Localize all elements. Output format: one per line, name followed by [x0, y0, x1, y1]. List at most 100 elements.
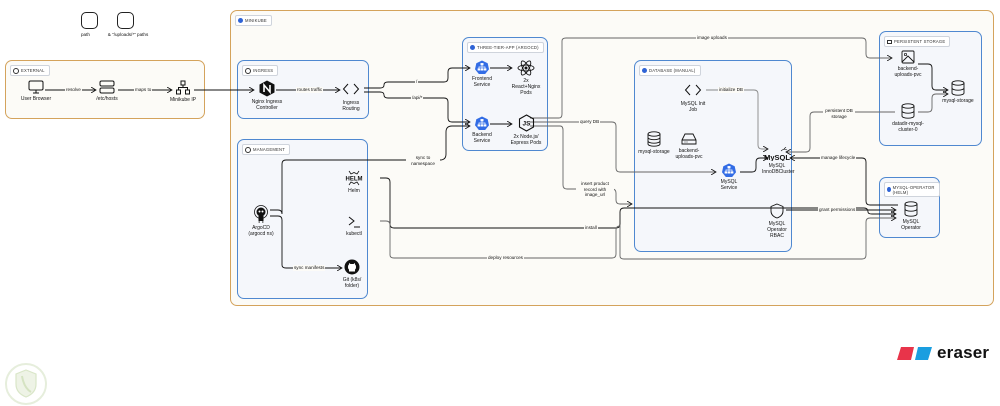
node-mysql-operator-rbac[interactable]: MySQL Operator RBAC: [762, 203, 792, 239]
node-nodejs-pods[interactable]: JS 2x Node.js/ Express Pods: [508, 114, 544, 146]
edge-label-deploy-resources: deploy resources: [487, 255, 524, 261]
node-etc-hosts[interactable]: /etc/hosts: [90, 80, 124, 102]
shield-icon: [770, 203, 784, 219]
edge-label-sync-manifests: sync manifests: [293, 265, 326, 271]
kubernetes-service-icon: [475, 60, 489, 74]
edge-label-grant-permissions: grant permissions: [818, 207, 857, 213]
edge-manage-lifecycle: [790, 158, 898, 206]
group-title: EXTERNAL: [21, 68, 45, 73]
group-title: DATABASE (MANUAL): [649, 68, 696, 73]
group-title: INGRESS: [253, 68, 274, 73]
node-label: Nginx Ingress Controller: [251, 99, 283, 111]
group-ingress: INGRESS: [237, 60, 369, 119]
database-icon: [647, 131, 661, 147]
kubernetes-service-icon: [722, 163, 736, 177]
edge-api: [364, 91, 470, 122]
node-mysql-operator[interactable]: MySQL Operator: [896, 201, 926, 231]
node-mysql-innodbcluster[interactable]: MySQL MySQL InnoDBCluster: [762, 147, 795, 175]
node-nginx-ingress-controller[interactable]: Nginx Ingress Controller: [245, 80, 289, 111]
node-label: MySQL InnoDBCluster: [762, 163, 795, 175]
eraser-logo-text: eraser: [937, 343, 990, 362]
node-datadir-mysql-cluster[interactable]: datadir-mysql-cluster-0: [891, 103, 925, 133]
edge-datadir-to-mysql-storage: [918, 94, 948, 113]
group-tag-operator: MYSQL-OPERATOR (HELM): [884, 182, 940, 197]
edge-pvc-to-mysql-storage: [918, 63, 948, 90]
edge-label-insert-product: insert product record with image_url: [576, 181, 614, 198]
node-mysql-init-job[interactable]: MySQL Init Job: [678, 83, 708, 113]
edge-label-persistent-db-storage: persistent DB storage: [823, 108, 855, 119]
node-user-browser[interactable]: User Browser: [17, 80, 55, 102]
edge-service-to-innodb: [740, 158, 768, 173]
database-icon: [901, 103, 915, 119]
group-three-tier-app: THREE-TIER-APP (ARGOCD): [462, 37, 548, 151]
nodejs-icon: JS: [518, 114, 534, 132]
edge-sync-to-namespace: [281, 126, 470, 213]
group-title: MINIKUBE: [245, 18, 267, 23]
node-ingress-routing[interactable]: Ingress Routing: [340, 82, 362, 112]
edge-label-manage-lifecycle: manage lifecycle: [820, 155, 857, 161]
eraser-logo-icon: [897, 346, 932, 360]
node-mysql-storage-ps[interactable]: mysql-storage: [942, 80, 974, 104]
edge-label-root: /: [415, 79, 419, 85]
react-icon: [517, 60, 535, 76]
edge-install: [380, 177, 896, 229]
node-kubectl[interactable]: kubectl: [342, 215, 366, 237]
node-label: Minikube IP: [169, 97, 197, 103]
kubernetes-service-icon: [475, 116, 489, 130]
node-label: /etc/hosts: [96, 96, 118, 102]
mysql-icon: MySQL: [764, 147, 790, 161]
group-mysql-operator: MYSQL-OPERATOR (HELM): [879, 177, 940, 238]
code-brackets-icon: [342, 83, 360, 95]
node-mysql-service[interactable]: MySQL Service: [716, 163, 742, 191]
github-icon: [344, 259, 360, 275]
gear-icon: [245, 67, 251, 74]
node-label: mysql-storage: [638, 149, 670, 155]
legend-label-path: path: [81, 32, 90, 37]
image-icon: [901, 50, 915, 64]
node-label: backend-uploads-pvc: [894, 66, 922, 78]
node-mysql-storage-db[interactable]: mysql-storage: [638, 131, 670, 155]
node-helm[interactable]: HELM Helm: [342, 170, 366, 194]
group-tag-database: DATABASE (MANUAL): [639, 65, 701, 76]
node-label: Helm: [348, 188, 360, 194]
node-label: MySQL Operator: [901, 219, 921, 231]
edge-persistent-db-storage: [786, 111, 895, 152]
group-tag-three-tier: THREE-TIER-APP (ARGOCD): [467, 42, 544, 53]
svg-text:MySQL: MySQL: [764, 153, 790, 161]
kubernetes-icon: [887, 187, 891, 192]
node-label: Backend Service: [472, 132, 492, 144]
watermark-shield-icon: [5, 363, 47, 405]
edge-label-sync-to-namespace: sync to namespace: [406, 155, 440, 166]
edge-label-api: /api/*: [411, 95, 424, 101]
node-argocd[interactable]: ArgoCD (argocd ns): [245, 205, 277, 237]
node-backend-uploads-pvc-ps[interactable]: backend-uploads-pvc: [893, 50, 923, 78]
node-backend-service[interactable]: Backend Service: [470, 116, 494, 144]
edge-argocd-helm-kubectl: [270, 209, 283, 215]
group-title: THREE-TIER-APP (ARGOCD): [477, 45, 539, 50]
node-backend-uploads-pvc-db[interactable]: backend-uploads-pvc: [672, 132, 706, 160]
node-label: backend-uploads-pvc: [675, 148, 703, 160]
group-tag-external: EXTERNAL: [10, 65, 50, 76]
group-title: MANAGEMENT: [253, 147, 286, 152]
node-label: ArgoCD (argocd ns): [248, 225, 274, 237]
node-label: 2x Node.js/ Express Pods: [510, 134, 542, 146]
edge-label-resolve: resolve: [65, 87, 82, 93]
node-label: User Browser: [20, 96, 52, 102]
monitor-icon: [28, 80, 44, 94]
edge-sync-manifests: [270, 215, 342, 268]
gear-icon: [245, 146, 251, 153]
node-minikube-ip[interactable]: Minikube IP: [165, 80, 201, 103]
edge-image-uploads: [530, 37, 892, 119]
node-react-pods[interactable]: 2x React+Nginx Pods: [510, 60, 542, 96]
node-frontend-service[interactable]: Frontend Service: [470, 60, 494, 88]
node-label: datadir-mysql-cluster-0: [892, 121, 924, 133]
server-icon: [99, 80, 115, 94]
node-git[interactable]: Git (k8s/ folder): [340, 259, 364, 289]
eraser-logo: eraser: [897, 343, 989, 363]
node-label: 2x React+Nginx Pods: [511, 78, 541, 96]
node-label: kubectl: [346, 231, 362, 237]
svg-text:JS: JS: [522, 121, 531, 128]
edge-initialize-db: [706, 89, 768, 149]
group-tag-ingress: INGRESS: [242, 65, 279, 76]
